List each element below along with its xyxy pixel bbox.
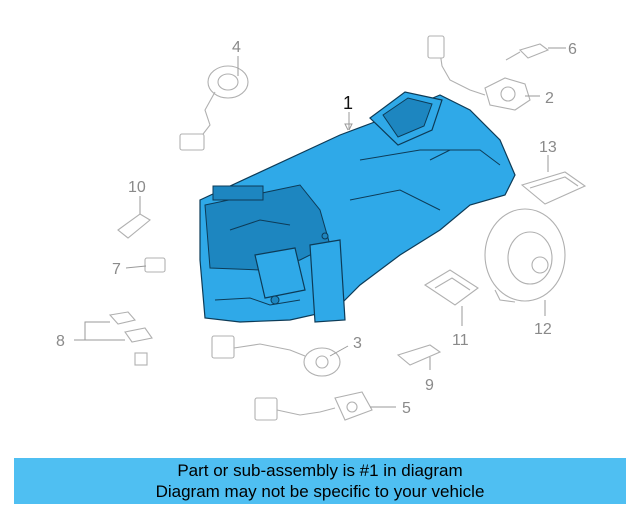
- callout-9: 9: [425, 377, 434, 394]
- callout-3: 3: [353, 335, 362, 352]
- parts-diagram: 1 2 3 4 5 6 7 8 9 10 11 12 13: [56, 35, 587, 421]
- callout-13: 13: [539, 139, 557, 156]
- sensor-part-4[interactable]: [179, 65, 249, 151]
- actuator-part-5[interactable]: [254, 391, 373, 421]
- clip-part-10[interactable]: [117, 213, 151, 239]
- callout-7: 7: [112, 261, 121, 278]
- actuator-part-3[interactable]: [211, 335, 341, 377]
- connector-part-7[interactable]: [144, 257, 166, 273]
- fastener-part-8[interactable]: [108, 311, 153, 366]
- callout-2: 2: [545, 90, 554, 107]
- callout-10: 10: [128, 179, 146, 196]
- callout-11: 11: [452, 332, 469, 349]
- banner-line-1: Part or sub-assembly is #1 in diagram: [177, 461, 463, 480]
- actuator-part-2[interactable]: [427, 35, 531, 111]
- callout-8: 8: [56, 333, 65, 350]
- callout-5: 5: [402, 400, 411, 417]
- bracket-part-9[interactable]: [396, 344, 442, 366]
- callout-4: 4: [232, 39, 241, 56]
- callout-1: 1: [343, 93, 353, 113]
- resistor-part-11[interactable]: [423, 269, 479, 306]
- callout-12: 12: [534, 321, 552, 338]
- sensor-part-6[interactable]: [505, 43, 550, 61]
- disclaimer-banner: Part or sub-assembly is #1 in diagram Di…: [14, 458, 626, 504]
- callout-6: 6: [568, 41, 577, 58]
- blower-motor-part-12[interactable]: [484, 208, 566, 303]
- banner-line-2: Diagram may not be specific to your vehi…: [155, 482, 485, 501]
- hvac-housing-part-1[interactable]: [199, 91, 516, 323]
- module-part-13[interactable]: [520, 171, 587, 205]
